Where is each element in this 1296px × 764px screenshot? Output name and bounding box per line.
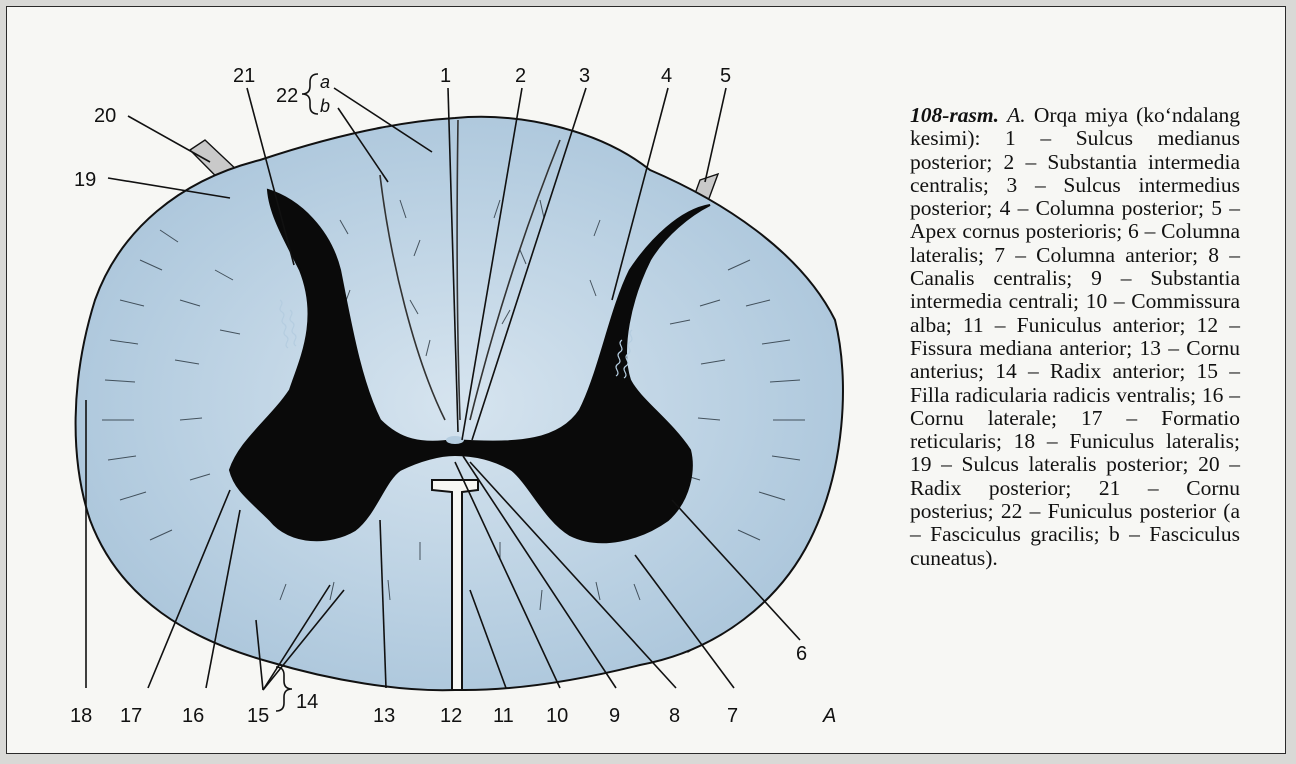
label-2: 2 [515, 65, 526, 87]
label-22b: b [320, 96, 330, 116]
label-4: 4 [661, 65, 672, 87]
label-10: 10 [546, 705, 568, 727]
label-18: 18 [70, 705, 92, 727]
label-19: 19 [74, 169, 96, 191]
label-20: 20 [94, 105, 116, 127]
label-14: 14 [296, 691, 318, 713]
spinal-cord-diagram: 1 2 3 4 5 6 7 8 9 10 11 12 13 14 15 16 1… [0, 0, 900, 764]
label-11: 11 [493, 705, 514, 727]
label-1: 1 [440, 65, 451, 87]
label-22: 22 [276, 85, 298, 107]
canalis-centralis [446, 436, 464, 444]
brace-14 [276, 667, 292, 711]
caption-title: 108-rasm. [910, 103, 999, 127]
figure-caption: 108-rasm. A. Orqa miya (ko‘ndalang kesim… [910, 104, 1240, 570]
label-15: 15 [247, 705, 269, 727]
label-3: 3 [579, 65, 590, 87]
caption-body: 1 – Sulcus medianus posterior; 2 – Subst… [910, 126, 1240, 569]
label-13: 13 [373, 705, 395, 727]
caption-figure: A. [1007, 103, 1026, 127]
label-21: 21 [233, 65, 255, 87]
label-7: 7 [727, 705, 738, 727]
label-6: 6 [796, 643, 807, 665]
label-12: 12 [440, 705, 462, 727]
label-22a: a [320, 72, 330, 92]
brace-22 [302, 74, 318, 114]
label-17: 17 [120, 705, 142, 727]
label-16: 16 [182, 705, 204, 727]
panel-label: A [822, 705, 836, 727]
label-9: 9 [609, 705, 620, 727]
label-8: 8 [669, 705, 680, 727]
label-5: 5 [720, 65, 731, 87]
